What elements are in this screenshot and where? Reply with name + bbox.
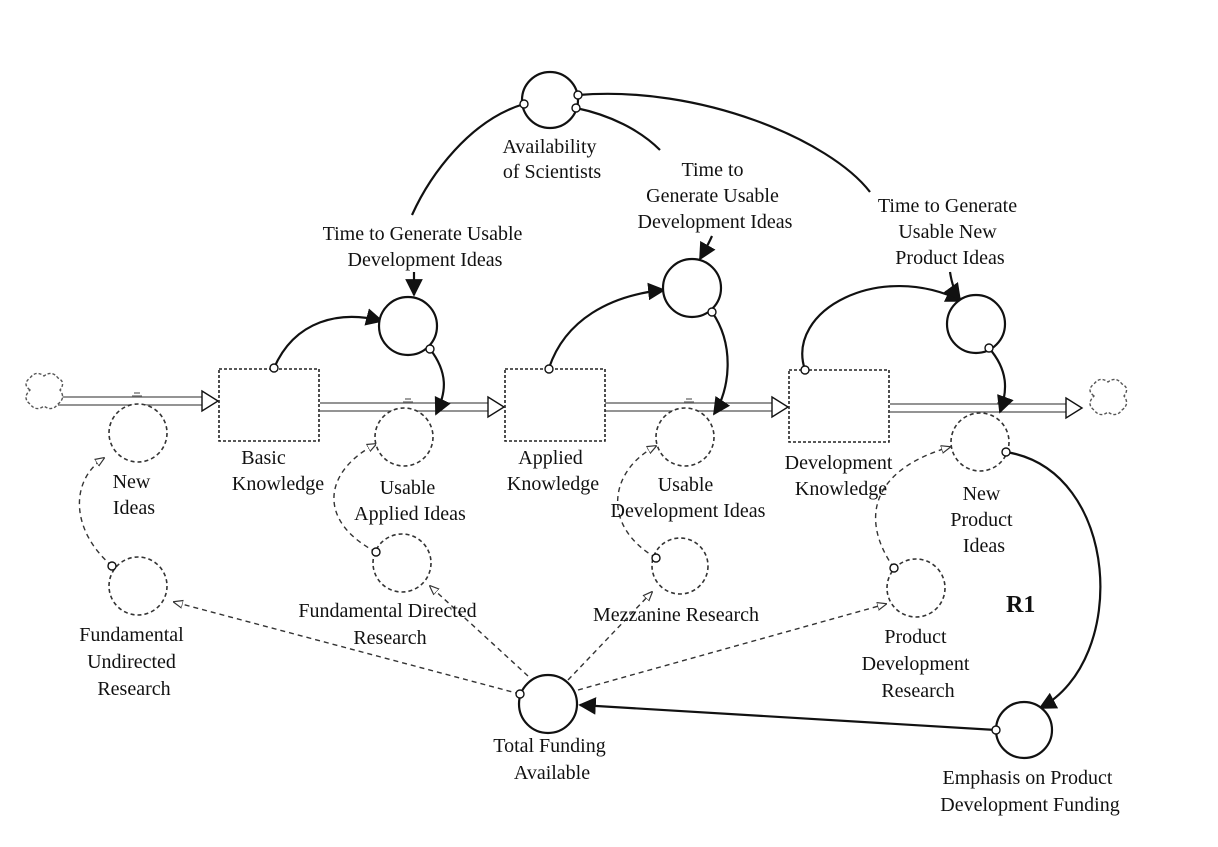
aux-availability-of-scientists <box>520 70 580 130</box>
stock-development-knowledge <box>788 369 890 443</box>
label-applied-knowledge: Applied Knowledge <box>507 447 599 495</box>
aux-product-development-research <box>886 558 946 618</box>
sink-cloud-icon <box>1089 378 1128 416</box>
source-cloud-icon <box>25 372 64 410</box>
flow-usable-development-ideas <box>655 407 715 467</box>
aux-fundamental-directed-research <box>372 533 432 593</box>
aux-fundamental-undirected-research <box>108 556 168 616</box>
label-product-development-research: Product Development Research <box>862 626 975 702</box>
aux-time-to-generate-1 <box>377 295 439 357</box>
aux-time-to-generate-3 <box>945 293 1007 355</box>
label-time-to-generate-3: Time to Generate Usable New Product Idea… <box>878 195 1022 269</box>
solid-links <box>272 92 1102 732</box>
stock-basic-knowledge <box>218 368 320 442</box>
label-basic-knowledge: Basic Knowledge <box>232 447 324 495</box>
label-time-to-generate-2: Time to Generate Usable Development Idea… <box>638 159 793 233</box>
label-new-ideas: New Ideas <box>113 471 156 519</box>
label-availability: Availability of Scientists <box>502 136 601 183</box>
label-emphasis-product-funding: Emphasis on Product Development Funding <box>940 767 1119 816</box>
label-usable-development-ideas: Usable Development Ideas <box>611 474 766 522</box>
loop-label-r1: R1 <box>1006 592 1035 618</box>
aux-total-funding-available <box>517 673 579 735</box>
dashed-links <box>78 444 950 695</box>
link-tails <box>107 90 1011 735</box>
label-usable-applied-ideas: Usable Applied Ideas <box>354 477 466 525</box>
label-development-knowledge: Development Knowledge <box>785 452 898 500</box>
label-time-to-generate-1: Time to Generate Usable Development Idea… <box>323 223 528 271</box>
label-total-funding-available: Total Funding Available <box>493 735 611 784</box>
flow-usable-applied-ideas <box>374 407 434 467</box>
stock-applied-knowledge <box>504 368 606 442</box>
flow-new-ideas <box>108 403 168 463</box>
aux-mezzanine-research <box>651 537 709 595</box>
flow-new-product-ideas <box>950 412 1010 472</box>
aux-time-to-generate-2 <box>661 257 723 319</box>
label-new-product-ideas: New Product Ideas <box>950 483 1017 557</box>
label-mezzanine-research: Mezzanine Research <box>593 604 759 626</box>
aux-emphasis-product-funding <box>994 700 1054 760</box>
label-fundamental-directed-research: Fundamental Directed Research <box>298 600 481 649</box>
label-fundamental-undirected-research: Fundamental Undirected Research <box>79 624 188 700</box>
